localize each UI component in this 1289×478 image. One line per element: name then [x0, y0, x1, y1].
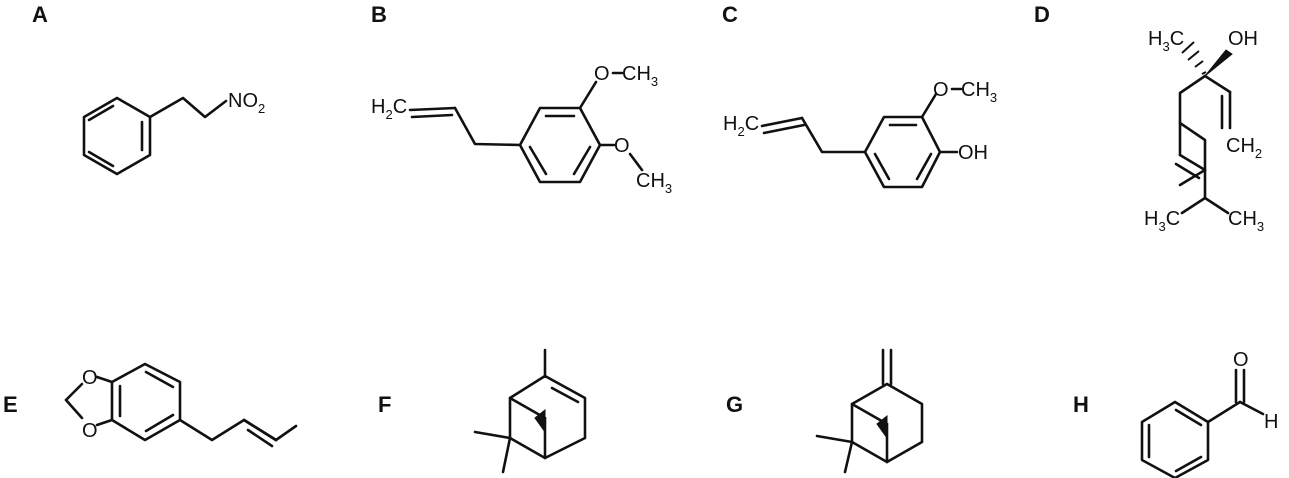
structure-a: NO2: [82, 90, 265, 176]
structure-d: H3C OH CH2 H3C CH3: [1144, 28, 1264, 234]
structure-b: H2C O CH3 O CH3: [371, 63, 672, 196]
methylene-label: CH2: [1226, 135, 1262, 161]
panel-label-e: E: [3, 392, 18, 417]
panel-label-f: F: [378, 392, 391, 417]
structure-f: [473, 348, 587, 474]
wedge-bond: [1204, 49, 1233, 77]
hashed-bond: [1181, 41, 1207, 75]
methyl-label-bottom-right: CH3: [1228, 208, 1264, 234]
panel-label-g: G: [726, 392, 743, 417]
benzene-ring: [518, 106, 602, 184]
benzene-ring: [863, 115, 942, 189]
methoxy-methyl-label: CH3: [961, 79, 997, 105]
structure-e: O O: [64, 362, 298, 448]
aldehyde-hydrogen-label: H: [1264, 411, 1278, 433]
structure-g: [815, 348, 924, 474]
methoxy-label: O: [933, 79, 949, 101]
benzene-ring: [110, 362, 182, 442]
methoxy-label-1: O: [594, 63, 610, 85]
methyl-label-bottom-left: H3C: [1144, 208, 1180, 234]
benzene-ring: [82, 96, 152, 176]
wedge-bond: [876, 414, 888, 440]
benzene-ring: [1140, 400, 1210, 478]
panel-label-b: B: [371, 2, 387, 27]
methoxy-methyl-label-1: CH3: [622, 63, 658, 89]
structure-h: O H: [1140, 349, 1278, 478]
hydroxyl-label: OH: [958, 142, 988, 164]
h2c-label: H2C: [723, 113, 759, 139]
methoxy-methyl-label-2: CH3: [636, 170, 672, 196]
methyl-label-top: H3C: [1148, 28, 1184, 54]
dioxole-oxygen-top: O: [82, 367, 98, 389]
structure-c: H2C O CH3 OH: [723, 79, 997, 189]
nitro-group-label: NO2: [228, 90, 265, 116]
h2c-label: H2C: [371, 96, 407, 122]
carbonyl-oxygen-label: O: [1233, 349, 1249, 371]
panel-label-a: A: [32, 2, 48, 27]
panel-label-h: H: [1073, 392, 1089, 417]
dioxole-oxygen-bottom: O: [82, 420, 98, 442]
panel-label-c: C: [722, 2, 738, 27]
ethyl-chain: [148, 96, 228, 119]
panel-label-d: D: [1034, 2, 1050, 27]
hydroxyl-label: OH: [1228, 28, 1258, 50]
wedge-bond: [534, 408, 546, 434]
methoxy-label-2: O: [614, 135, 630, 157]
